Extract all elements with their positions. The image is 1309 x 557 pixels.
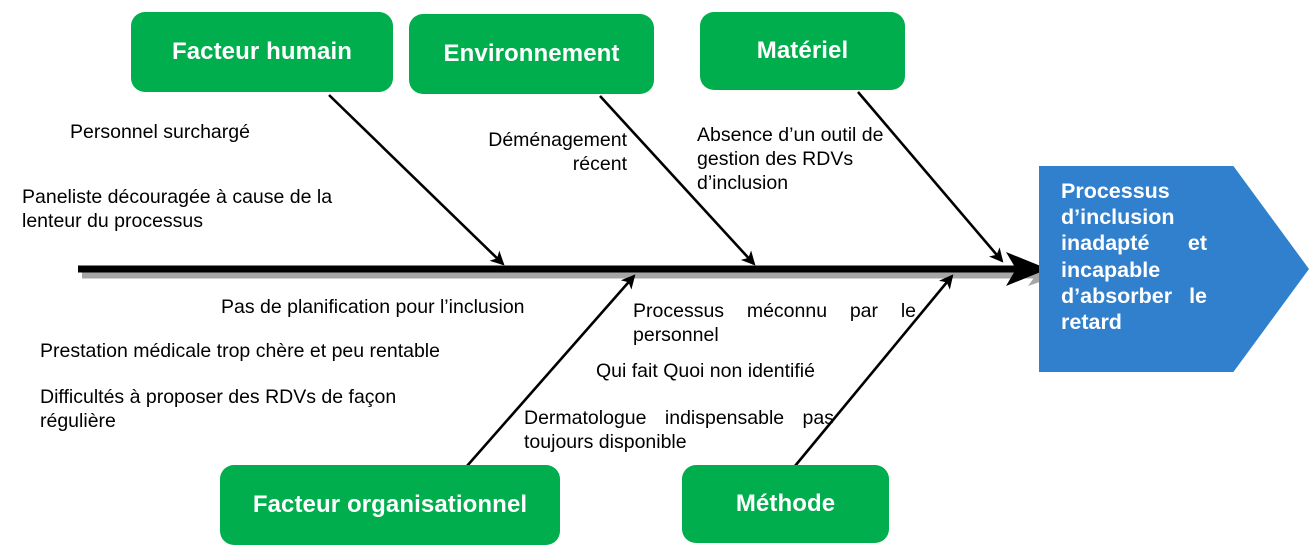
cause-personnel-surcharge: Personnel surchargé bbox=[70, 121, 250, 143]
cause-absence-outil-gestion: Absence d’un outil de gestion des RDVs d… bbox=[697, 124, 884, 194]
bone-methode bbox=[793, 274, 954, 467]
category-label-environnement: Environnement bbox=[443, 39, 620, 67]
cause-processus-meconnu: Processus méconnu par le personnel bbox=[633, 300, 916, 346]
cause-demenagement-recent: Déménagement récent bbox=[488, 129, 627, 175]
cause-dermatologue-indisponible: Dermatologue indispensable pas toujours … bbox=[524, 407, 834, 453]
cause-paneliste-decouragee: Paneliste découragée à cause de la lente… bbox=[22, 186, 333, 232]
effect-label: Processus d’inclusion inadapté et incapa… bbox=[1061, 179, 1207, 335]
spine-arrow bbox=[78, 252, 1048, 286]
category-label-methode: Méthode bbox=[735, 489, 836, 517]
category-box-facteur-humain[interactable]: Facteur humain bbox=[131, 12, 393, 92]
category-label-facteur-organisationnel: Facteur organisationnel bbox=[252, 490, 528, 518]
bone-environnement bbox=[599, 95, 756, 266]
bone-facteur-humain bbox=[328, 94, 505, 266]
category-label-facteur-humain: Facteur humain bbox=[171, 37, 353, 65]
cause-difficultes-rdv: Difficultés à proposer des RDVs de façon… bbox=[40, 386, 397, 432]
bone-facteur-organisationnel bbox=[466, 274, 636, 467]
cause-prestation-medicale: Prestation médicale trop chère et peu re… bbox=[40, 340, 440, 362]
category-box-environnement[interactable]: Environnement bbox=[409, 14, 654, 94]
cause-qui-fait-quoi: Qui fait Quoi non identifié bbox=[596, 360, 815, 382]
effect-arrow-shape[interactable]: Processus d’inclusion inadapté et incapa… bbox=[1039, 166, 1309, 372]
bone-materiel bbox=[857, 91, 1004, 263]
category-box-methode[interactable]: Méthode bbox=[682, 465, 889, 543]
category-box-facteur-organisationnel[interactable]: Facteur organisationnel bbox=[220, 465, 560, 545]
cause-pas-de-planification: Pas de planification pour l’inclusion bbox=[221, 296, 525, 318]
category-box-materiel[interactable]: Matériel bbox=[700, 12, 905, 90]
category-label-materiel: Matériel bbox=[756, 36, 849, 64]
